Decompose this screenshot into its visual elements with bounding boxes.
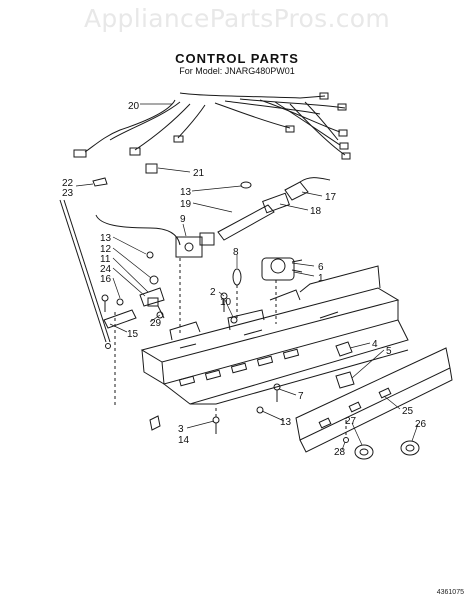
callout-label: 3 bbox=[178, 424, 184, 435]
callout-label: 2 bbox=[210, 287, 216, 298]
callout-label: 10 bbox=[220, 297, 232, 308]
control-switches bbox=[335, 341, 355, 389]
assembly-guides bbox=[114, 258, 347, 438]
thermostat bbox=[95, 214, 215, 258]
callout-label: 1 bbox=[318, 273, 324, 284]
ground-strap bbox=[59, 177, 111, 349]
callout-label: 18 bbox=[310, 206, 322, 217]
callout-label: 14 bbox=[178, 435, 190, 446]
callout-label: 25 bbox=[402, 406, 414, 417]
callout-label: 7 bbox=[298, 391, 304, 402]
callout-label: 13 bbox=[100, 233, 112, 244]
small-hardware bbox=[101, 251, 242, 329]
wiring-harness bbox=[73, 92, 351, 160]
callout-label: 26 bbox=[415, 419, 427, 430]
callout-labels: 20 21 22 23 13 19 17 18 9 8 6 1 13 12 11… bbox=[62, 101, 427, 458]
callout-label: 13 bbox=[280, 417, 292, 428]
callout-label: 27 bbox=[345, 416, 357, 427]
light-socket-assembly bbox=[217, 177, 331, 241]
callout-label: 28 bbox=[334, 447, 346, 458]
control-knobs bbox=[343, 437, 420, 460]
control-housing bbox=[140, 265, 409, 405]
site-watermark: AppliancePartsPros.com bbox=[83, 4, 391, 33]
callout-label: 15 bbox=[127, 329, 139, 340]
callout-label: 19 bbox=[180, 199, 192, 210]
defrost-timer bbox=[261, 257, 303, 281]
mounting-screws bbox=[149, 383, 281, 434]
control-panel bbox=[295, 347, 453, 453]
callout-label: 16 bbox=[100, 274, 112, 285]
drawing-code: 4361075 bbox=[436, 589, 464, 596]
callout-label: 11 bbox=[100, 254, 111, 265]
callout-label: 20 bbox=[128, 101, 140, 112]
diagram-title: CONTROL PARTS bbox=[175, 51, 299, 66]
callout-label: 13 bbox=[180, 187, 192, 198]
callout-label: 4 bbox=[372, 339, 378, 350]
callout-label: 21 bbox=[193, 168, 205, 179]
callout-label: 29 bbox=[150, 318, 162, 329]
callout-label: 6 bbox=[318, 262, 324, 273]
callout-label: 23 bbox=[62, 188, 74, 199]
callout-label: 12 bbox=[100, 244, 112, 255]
callout-label: 22 bbox=[62, 178, 74, 189]
callout-label: 8 bbox=[233, 247, 239, 258]
model-subtitle: For Model: JNARG480PW01 bbox=[179, 66, 295, 76]
callout-label: 17 bbox=[325, 192, 337, 203]
harness-clip bbox=[145, 163, 158, 174]
leader-lines bbox=[75, 103, 419, 451]
callout-label: 9 bbox=[180, 214, 186, 225]
callout-label: 24 bbox=[100, 264, 112, 275]
callout-label: 5 bbox=[386, 346, 392, 357]
